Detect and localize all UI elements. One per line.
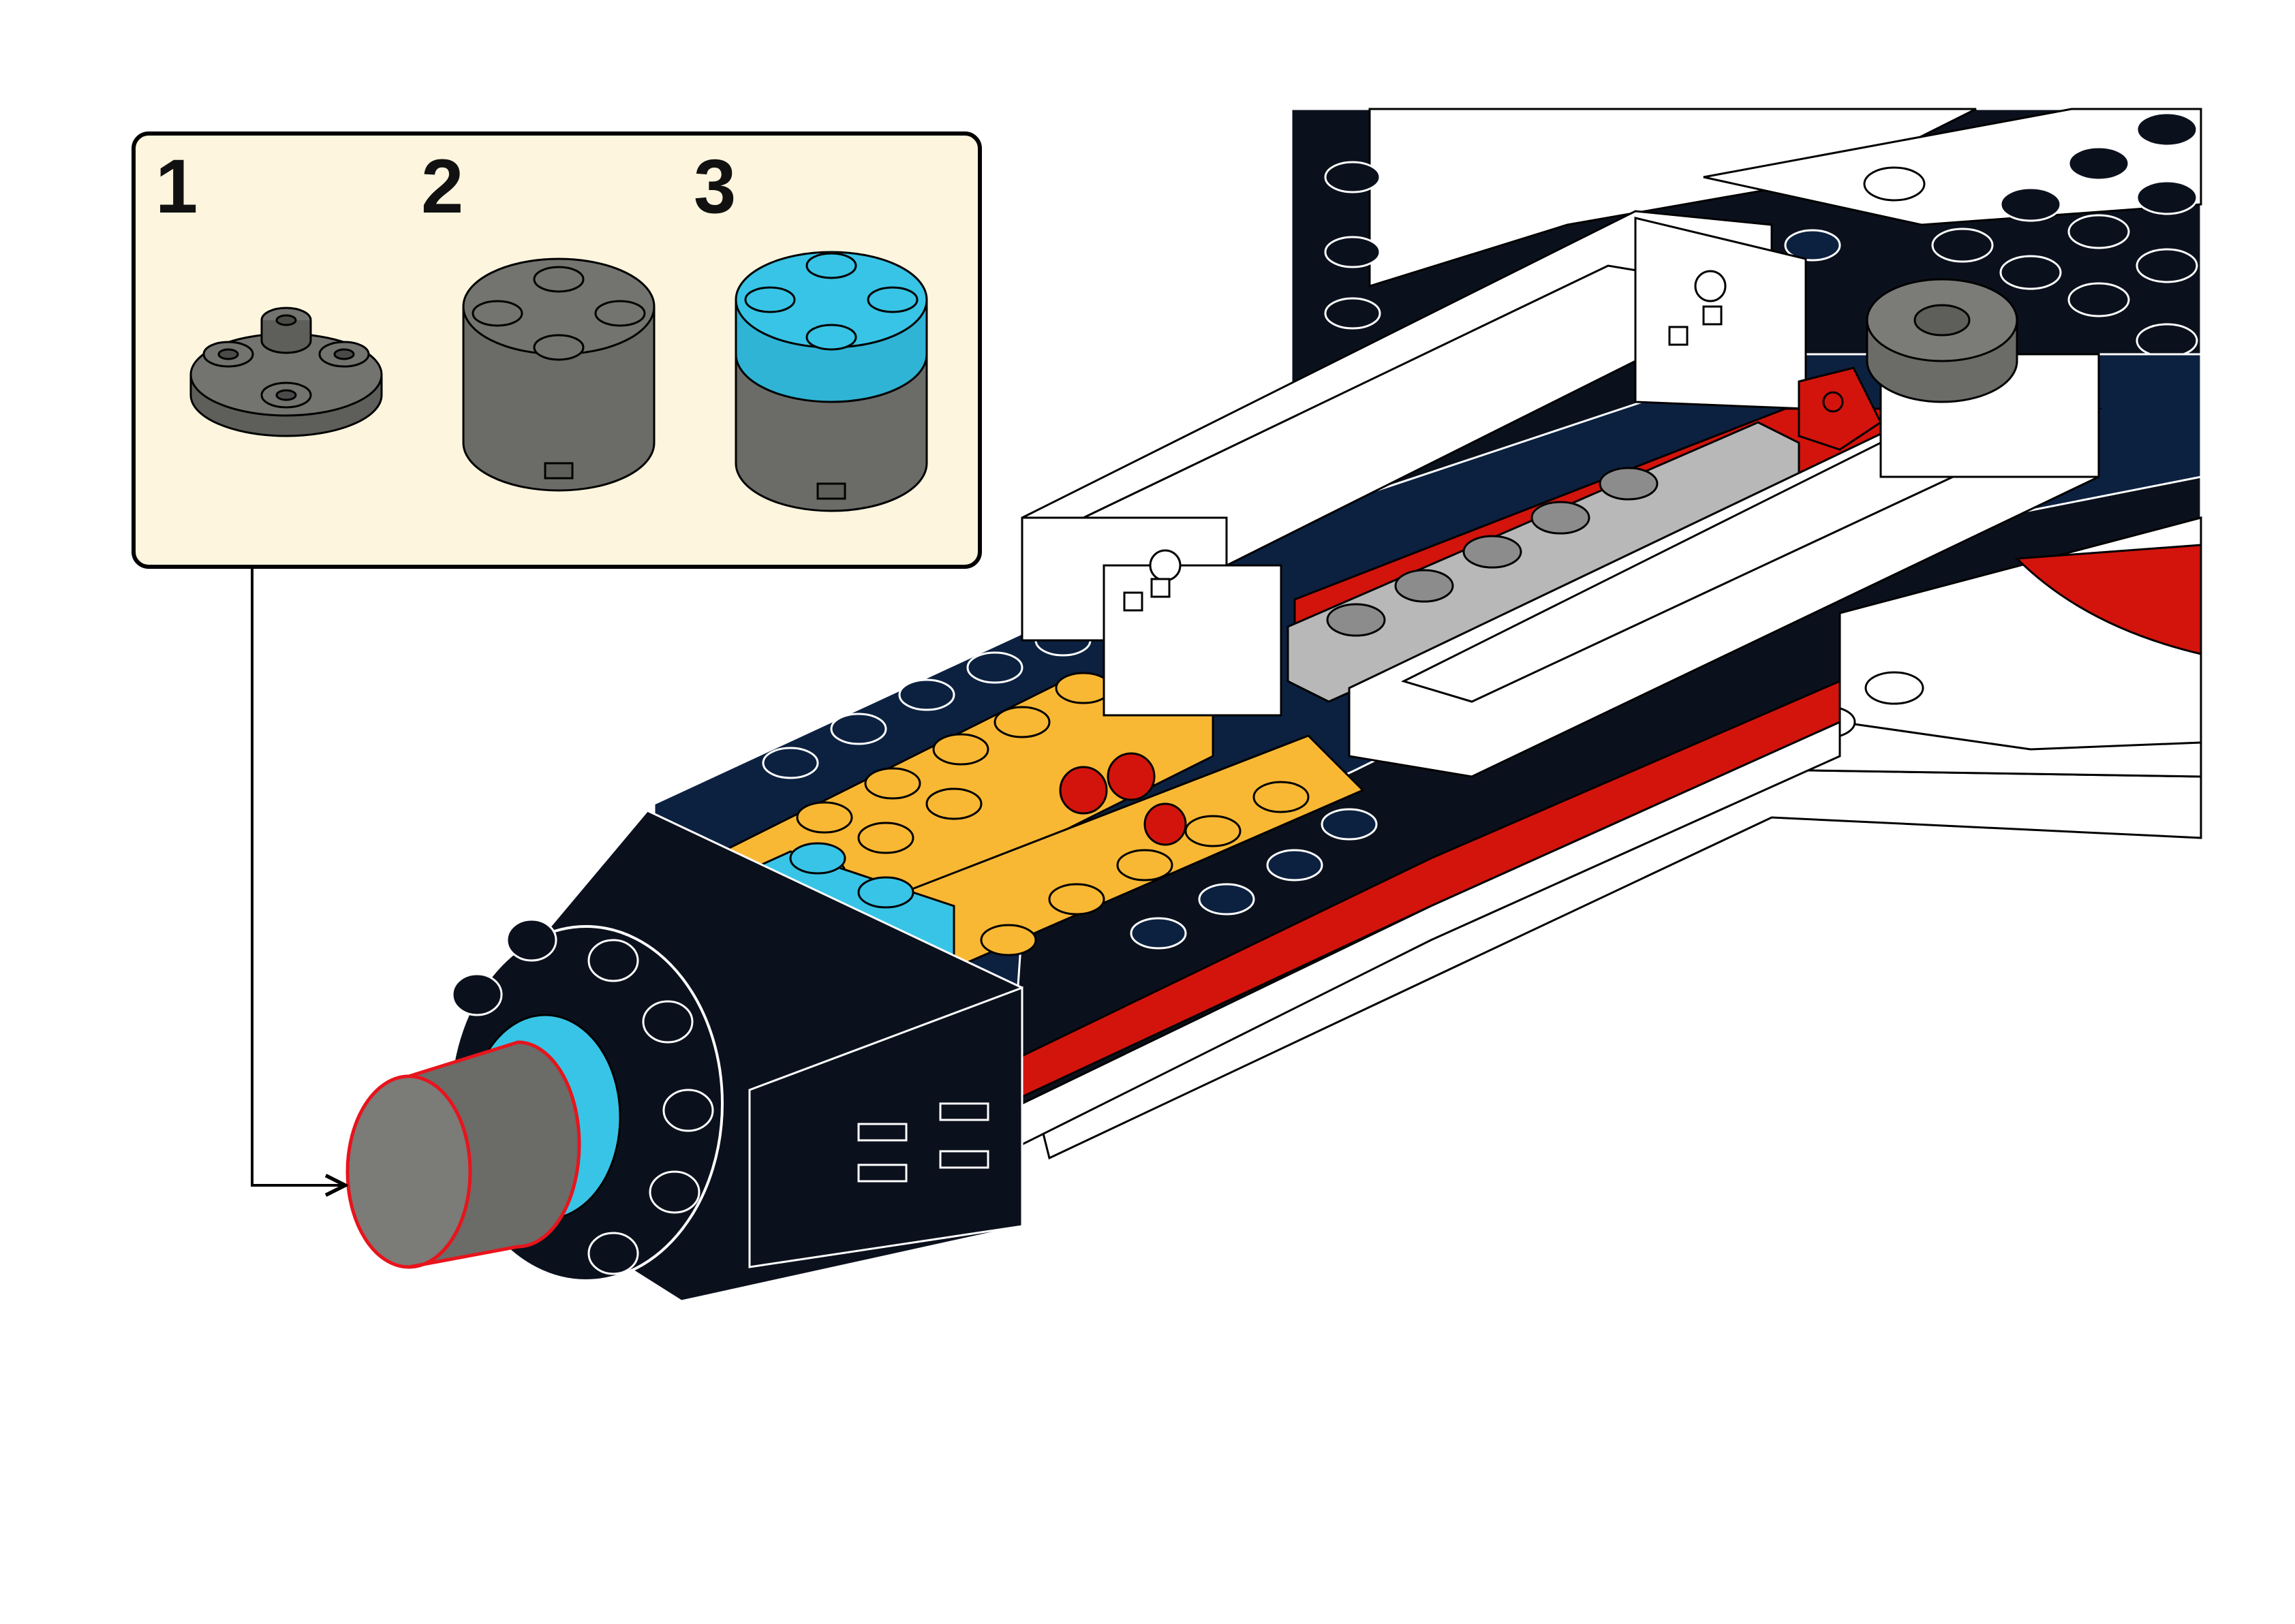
- red-gears: [1059, 752, 1187, 846]
- step-1-round-plate: [189, 307, 383, 437]
- gray-turntable: [1866, 278, 2018, 403]
- callout-box: 1 2 3: [132, 131, 982, 1185]
- nose-cone-cap: [345, 1040, 581, 1269]
- step-number-1: 1: [155, 144, 198, 229]
- step-3-combined-brick: [735, 251, 928, 512]
- step-2-round-brick: [462, 257, 656, 492]
- gray-studs: [1326, 467, 1659, 637]
- step-number-2: 2: [421, 144, 463, 229]
- bracket-details: [1123, 270, 1727, 612]
- step-number-3: 3: [694, 144, 736, 229]
- shuttle-model: [345, 108, 2202, 1302]
- callout-pointer-arrow: [251, 567, 344, 1185]
- red-hinge: [1798, 366, 1882, 451]
